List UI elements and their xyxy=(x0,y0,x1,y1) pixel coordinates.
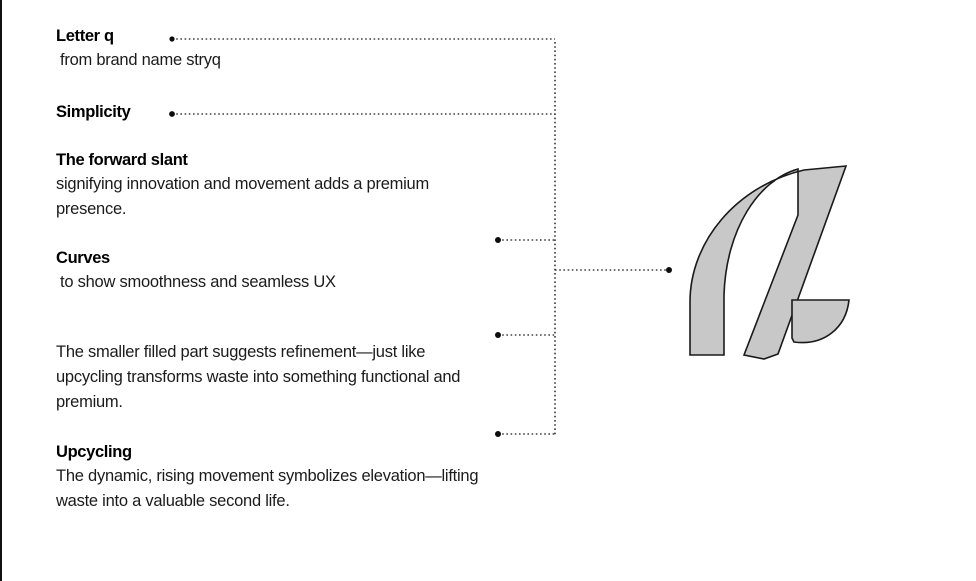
note-simplicity: Simplicity xyxy=(56,102,486,124)
note-body: to show smoothness and seamless UX xyxy=(60,273,336,291)
q-arch-stem-shape xyxy=(689,165,848,360)
note-title: The forward slant xyxy=(56,151,188,169)
note-forward-slant: The forward slant signifying innovation … xyxy=(56,150,486,222)
note-upcycling: Upcycling The dynamic, rising movement s… xyxy=(56,442,486,514)
note-title: Simplicity xyxy=(56,103,131,121)
note-curves: Curves to show smoothness and seamless U… xyxy=(56,248,486,295)
connector-dot-upcycling xyxy=(495,431,501,437)
stryq-q-mark-icon xyxy=(689,165,850,360)
annotation-list: Letter q from brand name stryq Simplicit… xyxy=(56,0,486,581)
connector-dot-logo xyxy=(666,267,672,273)
note-title: Upcycling xyxy=(56,443,132,461)
connector-dot-refinement xyxy=(495,332,501,338)
q-tail-wedge-shape xyxy=(791,299,850,344)
note-title: Letter q xyxy=(56,27,114,45)
note-body: from brand name stryq xyxy=(60,51,221,69)
note-letter-q: Letter q from brand name stryq xyxy=(56,26,486,73)
note-title: Curves xyxy=(56,249,110,267)
note-refinement: The smaller filled part suggests refinem… xyxy=(56,340,486,415)
note-body: signifying innovation and movement adds … xyxy=(56,175,429,218)
note-body: The dynamic, rising movement symbolizes … xyxy=(56,467,479,510)
note-body: The smaller filled part suggests refinem… xyxy=(56,343,461,411)
connector-dot-curves xyxy=(495,237,501,243)
